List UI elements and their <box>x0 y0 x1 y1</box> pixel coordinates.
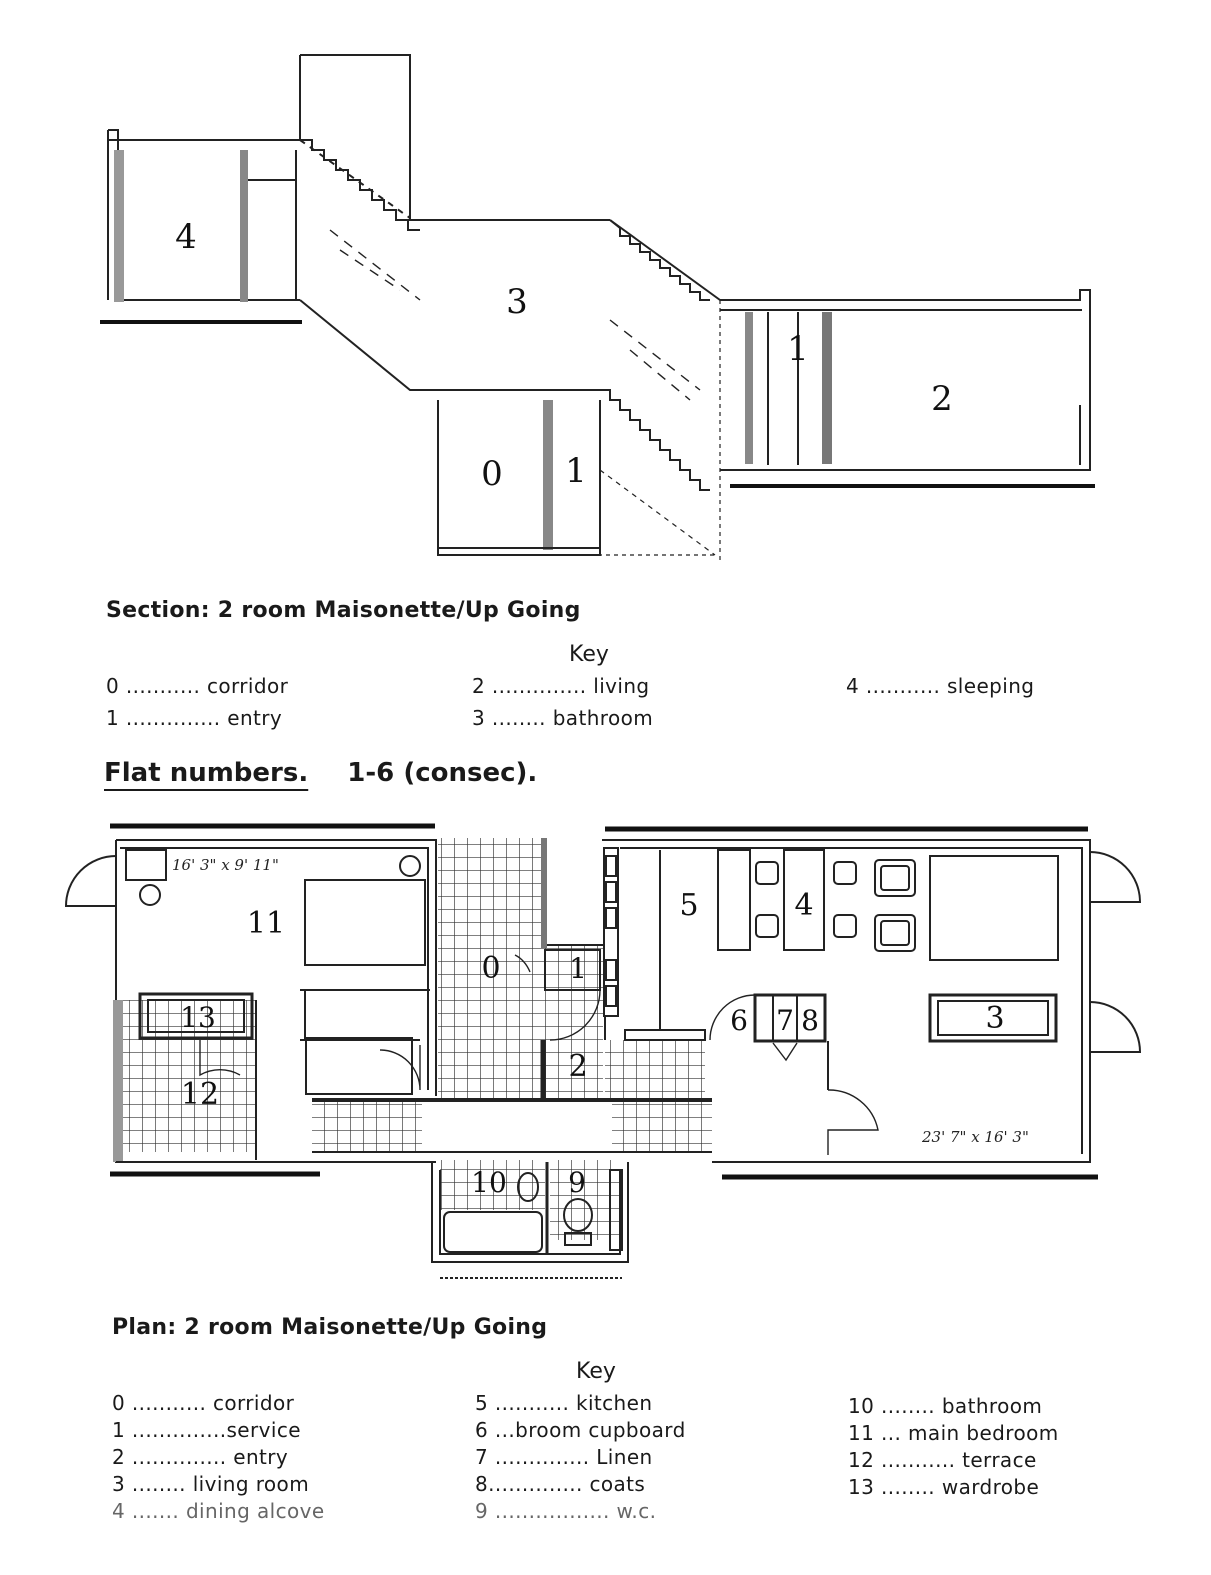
section-room-1-upper: 1 <box>787 329 809 369</box>
plan-room-13: 13 <box>180 1001 216 1034</box>
section-room-0: 0 <box>481 454 503 494</box>
plan-room-5: 5 <box>679 888 698 923</box>
plan-room-4: 4 <box>794 888 813 923</box>
plan-key-item: 12 ........... terrace <box>848 1448 1037 1472</box>
section-key-item: 0 ........... corridor <box>106 674 289 698</box>
plan-key-item: 1 ..............service <box>112 1418 301 1442</box>
plan-room-3: 3 <box>985 1001 1004 1036</box>
plan-room-10: 10 <box>471 1166 507 1199</box>
plan-key-item: 6 ...broom cupboard <box>475 1418 686 1442</box>
plan-key-item: 7 .............. Linen <box>475 1445 653 1469</box>
section-key-item: 4 ........... sleeping <box>846 674 1035 698</box>
plan-room-2: 2 <box>568 1049 587 1084</box>
plan-room-7: 7 <box>776 1004 794 1037</box>
plan-key-item: 8.............. coats <box>475 1472 646 1496</box>
plan-room-12: 12 <box>181 1077 219 1112</box>
section-key-title: Key <box>569 642 609 667</box>
plan-key-item: 5 ........... kitchen <box>475 1391 653 1415</box>
plan-room-8: 8 <box>801 1004 819 1037</box>
dimension-bedroom: 16' 3" x 9' 11" <box>172 856 279 874</box>
plan-key-item: 0 ........... corridor <box>112 1391 295 1415</box>
section-key-item: 1 .............. entry <box>106 706 283 730</box>
section-room-2: 2 <box>931 379 953 419</box>
plan-key-item: 3 ........ living room <box>112 1472 310 1496</box>
section-caption: Section: 2 room Maisonette/Up Going <box>106 598 581 623</box>
flat-numbers-value: 1-6 (consec). <box>347 758 538 788</box>
plan-room-0: 0 <box>481 951 500 986</box>
section-room-3: 3 <box>506 282 528 322</box>
plan-key-item: 4 ....... dining alcove <box>112 1499 325 1523</box>
plan-room-labels: 0 1 2 3 4 5 6 7 8 9 10 11 12 13 16' 3" x… <box>172 856 1029 1199</box>
plan-room-9: 9 <box>568 1166 586 1199</box>
plan-drawing <box>64 823 1142 1279</box>
plan-key-item: 13 ........ wardrobe <box>848 1475 1040 1499</box>
section-room-4: 4 <box>175 217 197 257</box>
section-key-item: 2 .............. living <box>472 674 650 698</box>
plan-key-item: 9 ................. w.c. <box>475 1499 657 1523</box>
section-room-labels: 0 1 1 2 3 4 <box>175 217 953 494</box>
plan-room-6: 6 <box>730 1004 748 1037</box>
flat-numbers-label: Flat numbers. <box>104 758 309 788</box>
plan-room-1: 1 <box>569 952 587 985</box>
plan-key-item: 10 ........ bathroom <box>848 1394 1043 1418</box>
plan-room-11: 11 <box>247 906 285 941</box>
section-room-1-lower: 1 <box>565 451 587 491</box>
section-key-item: 3 ........ bathroom <box>472 706 654 730</box>
flat-numbers: Flat numbers. 1-6 (consec). <box>104 758 537 788</box>
plan-key-item: 11 ... main bedroom <box>848 1421 1059 1445</box>
dimension-living-room: 23' 7" x 16' 3" <box>921 1128 1029 1146</box>
plan-caption: Plan: 2 room Maisonette/Up Going <box>112 1315 548 1340</box>
section-drawing <box>100 54 1095 560</box>
plan-key-item: 2 .............. entry <box>112 1445 289 1469</box>
plan-key-title: Key <box>576 1359 616 1384</box>
